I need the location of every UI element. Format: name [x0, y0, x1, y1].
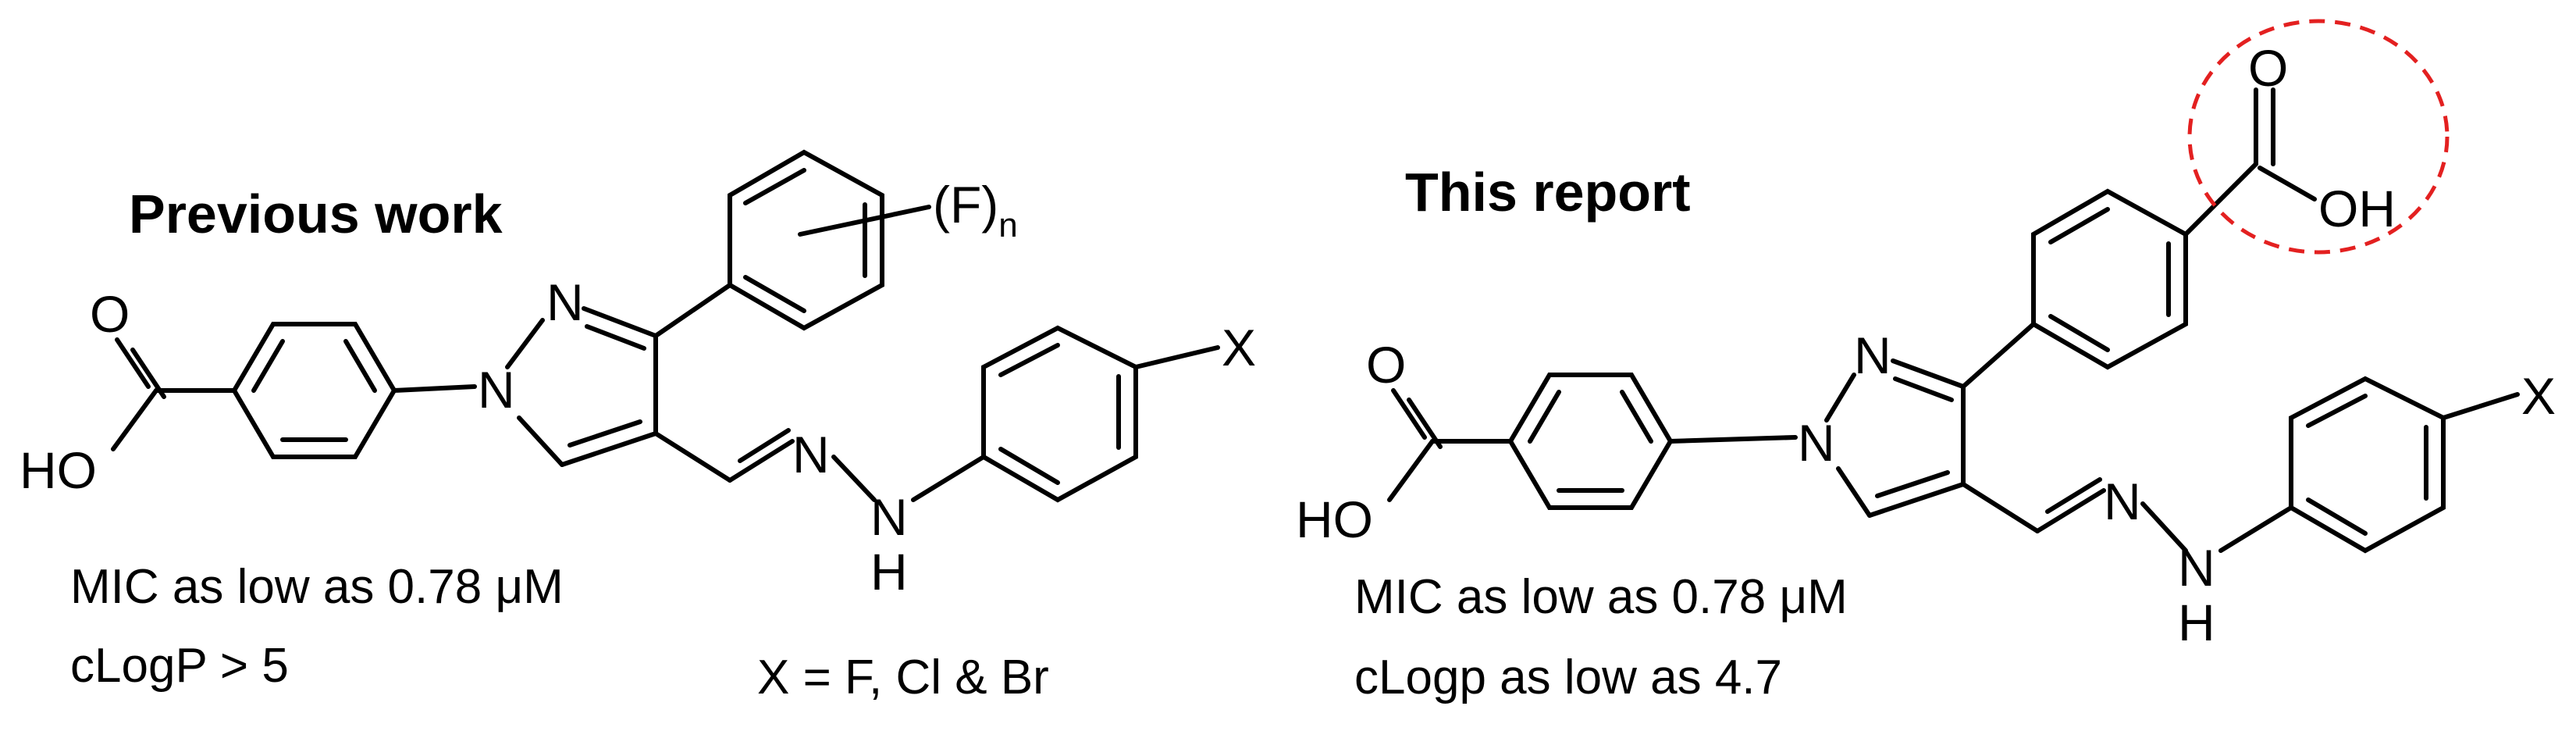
carboxylic-acid-highlight: [2187, 19, 2450, 255]
c-oh-bond: [111, 388, 158, 451]
pyrazole-bond: [560, 431, 658, 467]
hydrazone-nh-h-label: H: [870, 543, 908, 601]
pyrazole-double-bond: [1891, 358, 1966, 389]
ring-double-bond: [998, 447, 1060, 485]
pyrazole-n1-label: N: [478, 361, 515, 419]
c-oh-bond: [1387, 439, 1435, 502]
x-definition-text: X = F, Cl & Br: [757, 651, 1049, 704]
ring-n-bond: [392, 384, 477, 393]
x-substituent-label: X: [2521, 367, 2556, 425]
hydrazone-nh-h-label: H: [2178, 594, 2215, 651]
previous-work-heading: Previous work: [129, 184, 503, 244]
nh-aryl-bond: [911, 455, 986, 502]
x-bond: [2441, 392, 2520, 420]
pyrazole-n2-label: N: [546, 273, 584, 331]
carboxyphenyl-ring: [2031, 188, 2188, 370]
c-oh-bond: [2258, 166, 2317, 201]
halophenyl-ring: [2289, 376, 2446, 554]
carbonyl-oxygen-label: O: [1366, 336, 1406, 394]
report-mic-text: MIC as low as 0.78 μM: [1354, 570, 1848, 624]
fluoro-substituent-text: (F): [933, 176, 998, 234]
pyrazole-n1-label: N: [1798, 414, 1835, 472]
this-report-heading: This report: [1405, 162, 1691, 223]
ring-double-bond: [998, 343, 1060, 377]
hydrazone-nh-n-label: N: [2178, 539, 2215, 597]
fluorophenyl-ring: [728, 149, 884, 331]
imine-double-bond: [738, 428, 791, 463]
nh-aryl-bond: [2218, 505, 2293, 553]
previous-clogp-text: cLogP > 5: [70, 639, 289, 693]
ring-double-bond: [1620, 390, 1653, 444]
hydrazone-n-label: N: [792, 426, 830, 483]
acid-bond: [2183, 162, 2258, 237]
imine-double-bond: [2045, 477, 2102, 514]
fluoro-substituent-bond: [798, 205, 931, 237]
carbonyl-oxygen-label: O: [90, 285, 130, 343]
previous-mic-text: MIC as low as 0.78 μM: [70, 560, 564, 614]
imine-bond: [728, 439, 795, 483]
ring-double-bond: [743, 168, 806, 205]
previous-work-structure: Previous work O HO N N (F)n: [20, 149, 1256, 704]
vinyl-bond: [653, 431, 732, 483]
hydrazone-n-label: N: [2104, 472, 2141, 530]
carbonyl-bond: [115, 337, 151, 389]
hydroxyl-label: HO: [20, 441, 97, 499]
fluoro-substituent-label: (F)n: [933, 176, 1018, 244]
pyrazole-double-bond-2: [585, 324, 646, 351]
ring-double-bond: [2306, 497, 2368, 536]
imine-bond: [2035, 488, 2106, 533]
ring-double-bond: [2306, 394, 2368, 428]
pyrazole-bond: [1836, 466, 1872, 518]
n-nh-bond: [2140, 501, 2188, 553]
pyrazole-bond: [1867, 482, 1966, 518]
this-report-structure: This report O HO N N O OH: [1296, 19, 2556, 704]
pyrazole-n2-label: N: [1854, 326, 1891, 384]
hydroxyl-label: HO: [1296, 490, 1373, 548]
n-n-bond: [505, 318, 545, 369]
ring-double-bond: [2048, 314, 2110, 352]
aryl-bond: [1961, 322, 2036, 389]
pyrazole-double-bond: [582, 306, 658, 338]
x-bond: [1133, 345, 1220, 369]
pyrazole-double-bond-2: [1893, 376, 1954, 402]
benzoic-ring: [1507, 373, 1674, 510]
x-substituent-label: X: [1222, 319, 1256, 376]
n-n-bond: [1824, 373, 1856, 423]
report-clogp-text: cLogp as low as 4.7: [1354, 651, 1782, 704]
pyrazole-bond: [517, 415, 564, 467]
ring-n-bond: [1668, 435, 1798, 444]
new-carbonyl-oxygen-label: O: [2248, 39, 2288, 97]
ring-double-bond: [2048, 207, 2110, 244]
vinyl-bond: [1961, 482, 2040, 533]
pyrazole-double-bond-3: [1875, 470, 1950, 498]
ring-double-bond: [343, 339, 377, 393]
ring-double-bond: [743, 275, 806, 313]
new-hydroxyl-label: OH: [2318, 180, 2396, 237]
hydrazone-nh-n-label: N: [870, 488, 908, 546]
ring-double-bond: [1528, 390, 1561, 444]
carbonyl-bond: [1391, 388, 1427, 440]
ring-double-bond: [251, 339, 285, 393]
halophenyl-ring: [981, 325, 1138, 503]
n-nh-bond: [831, 455, 877, 502]
aryl-bond: [653, 283, 732, 338]
pyrazole-double-bond-3: [568, 419, 642, 448]
benzoic-ring: [231, 322, 397, 459]
fluoro-subscript: n: [998, 206, 1017, 244]
